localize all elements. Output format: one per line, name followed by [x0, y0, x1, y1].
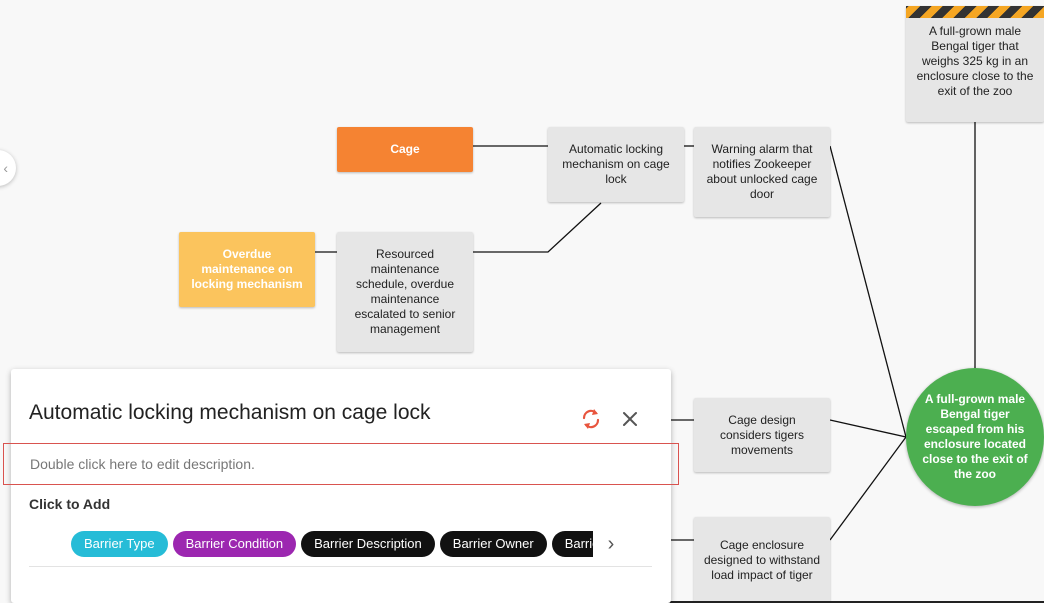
top-event-label: A full-grown male Bengal tiger escaped f…: [922, 392, 1028, 481]
chip-barrier-type[interactable]: Barrier Type: [71, 531, 168, 557]
click-to-add-label: Click to Add: [29, 496, 111, 512]
barrier-label: Resourced maintenance schedule, overdue …: [354, 247, 456, 336]
hazard-stripes: [906, 6, 1044, 18]
hazard-node[interactable]: A full-grown male Bengal tiger that weig…: [906, 6, 1044, 122]
refresh-button[interactable]: [577, 405, 605, 433]
escalation-factor-label: Overdue maintenance on locking mechanism: [191, 247, 303, 291]
description-placeholder: Double click here to edit description.: [30, 456, 255, 472]
barrier-cage-enclosure[interactable]: Cage enclosure designed to withstand loa…: [694, 517, 830, 603]
connector-alarm-to-top-event: [829, 145, 907, 438]
chip-barrier-owner[interactable]: Barrier Owner: [439, 531, 547, 557]
side-panel-toggle[interactable]: ‹: [0, 150, 16, 186]
description-field[interactable]: Double click here to edit description.: [3, 443, 679, 485]
connector-locking-to-maintenance: [473, 202, 602, 253]
barrier-label: Cage design considers tigers movements: [719, 412, 805, 457]
chip-barrier-description[interactable]: Barrier Description: [301, 531, 435, 557]
close-button[interactable]: [616, 405, 644, 433]
chip-barrier-condition[interactable]: Barrier Condition: [172, 531, 297, 557]
barrier-detail-panel: Automatic locking mechanism on cage lock…: [3, 369, 679, 603]
chevron-right-icon: ›: [607, 532, 615, 555]
barrier-label: Warning alarm that notifies Zookeeper ab…: [706, 142, 818, 201]
threat-label: Cage: [390, 142, 420, 156]
panel-divider: [29, 566, 652, 567]
close-icon: [623, 412, 637, 426]
chevron-left-icon: ‹: [3, 160, 8, 176]
panel-title: Automatic locking mechanism on cage lock: [29, 401, 431, 424]
connector-design-to-top-event: [829, 419, 907, 438]
chip-barrier-effectiveness[interactable]: Barrier Effectiveness: [551, 531, 593, 557]
refresh-icon: [582, 409, 600, 429]
top-event-node[interactable]: A full-grown male Bengal tiger escaped f…: [906, 368, 1044, 506]
barrier-automatic-locking[interactable]: Automatic locking mechanism on cage lock: [548, 127, 684, 202]
barrier-label: Automatic locking mechanism on cage lock: [562, 142, 670, 186]
threat-node[interactable]: Cage: [337, 127, 473, 172]
chips-next-button[interactable]: ›: [599, 529, 623, 559]
escalation-factor-node[interactable]: Overdue maintenance on locking mechanism: [179, 232, 315, 307]
connector-enclosure-to-top-event: [829, 436, 907, 541]
barrier-resourced-maintenance[interactable]: Resourced maintenance schedule, overdue …: [337, 232, 473, 352]
barrier-cage-design[interactable]: Cage design considers tigers movements: [694, 398, 830, 472]
barrier-label: Cage enclosure designed to withstand loa…: [703, 537, 821, 582]
barrier-warning-alarm[interactable]: Warning alarm that notifies Zookeeper ab…: [694, 127, 830, 217]
hazard-label: A full-grown male Bengal tiger that weig…: [916, 24, 1034, 98]
